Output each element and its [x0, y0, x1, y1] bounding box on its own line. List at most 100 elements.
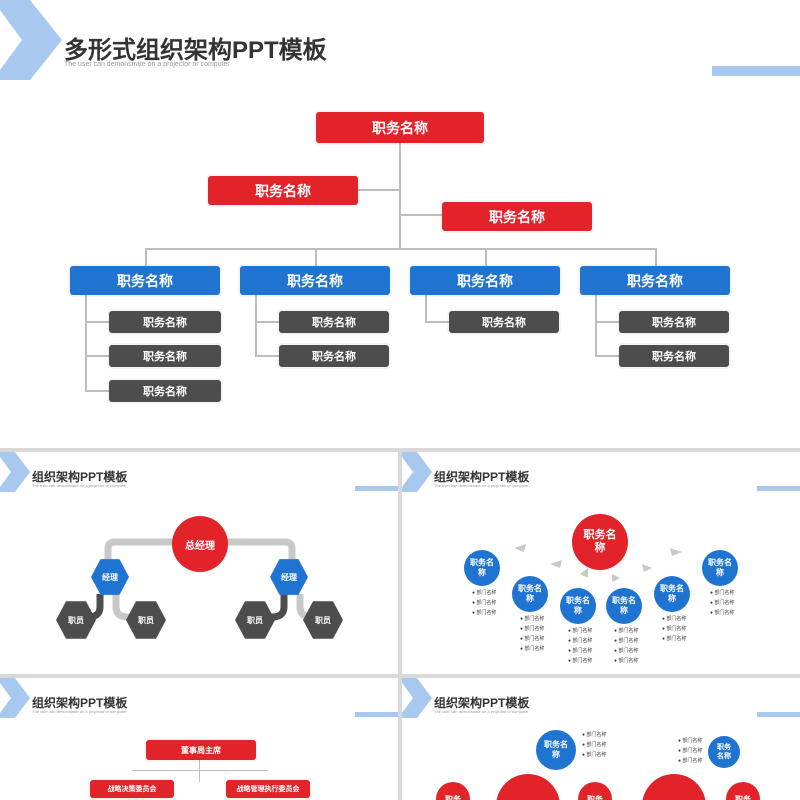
- corner-chevron-icon: [0, 452, 30, 492]
- page-subtitle: The user can demonstrate on a projector …: [64, 61, 230, 68]
- position-node[interactable]: 职务名称: [654, 576, 690, 612]
- slide-thumbnail-2[interactable]: 组织架构PPT模板 The user can demonstrate on a …: [0, 452, 398, 674]
- position-node[interactable]: 职务: [578, 782, 612, 800]
- manager-node[interactable]: 经理: [270, 559, 308, 595]
- gray-position-box[interactable]: 职务名称: [109, 380, 221, 402]
- page-title: 多形式组织架构PPT模板: [64, 37, 327, 64]
- slide-title: 组织架构PPT模板: [32, 470, 128, 484]
- connector: [145, 248, 657, 250]
- dept-list: ● 部门名称● 部门名称● 部门名称● 部门名称: [568, 628, 593, 664]
- gray-position-box[interactable]: 职务名称: [109, 345, 221, 367]
- gray-position-box[interactable]: 职务名称: [109, 311, 221, 333]
- connector: [255, 355, 279, 357]
- dept-item: 部门名称: [524, 636, 545, 642]
- dept-item: 部门名称: [714, 590, 735, 596]
- position-node[interactable]: 职务名称: [702, 550, 738, 586]
- photo-ring: [642, 774, 706, 800]
- dept-item: 部门名称: [714, 600, 735, 606]
- position-node[interactable]: 职务名称: [536, 730, 576, 770]
- connector: [425, 295, 427, 323]
- blue-position-box[interactable]: 职务名称: [410, 266, 560, 295]
- dept-item: 部门名称: [682, 748, 703, 754]
- position-node[interactable]: 职务: [726, 782, 760, 800]
- dept-item: 部门名称: [666, 626, 687, 632]
- connector: [400, 214, 442, 216]
- committee-box[interactable]: 战略决策委员会: [90, 780, 174, 798]
- title-accent-bar: [757, 486, 800, 491]
- general-manager-node[interactable]: 总经理: [172, 516, 228, 572]
- blue-position-box[interactable]: 职务名称: [580, 266, 730, 295]
- top-position-node[interactable]: 职务名称: [572, 514, 628, 570]
- connector: [255, 321, 279, 323]
- dept-item: 部门名称: [666, 616, 687, 622]
- connector: [85, 295, 87, 391]
- slide-thumbnail-3[interactable]: 组织架构PPT模板 The user can demonstrate on a …: [402, 452, 800, 674]
- blue-position-box[interactable]: 职务名称: [70, 266, 220, 295]
- dept-item: 部门名称: [572, 638, 593, 644]
- chairman-box[interactable]: 董事局主席: [146, 740, 256, 760]
- position-node[interactable]: 职务名称: [606, 588, 642, 624]
- position-node[interactable]: 职务名称: [512, 576, 548, 612]
- title-accent-bar: [355, 712, 398, 717]
- dept-list: ● 部门名称● 部门名称● 部门名称: [582, 732, 607, 758]
- dept-item: 部门名称: [618, 628, 639, 634]
- connector: [315, 248, 317, 266]
- staff-node[interactable]: 职员: [56, 601, 96, 639]
- corner-chevron-icon: [0, 678, 30, 718]
- position-node[interactable]: 职务: [436, 782, 470, 800]
- dept-item: 部门名称: [524, 616, 545, 622]
- dept-item: 部门名称: [682, 738, 703, 744]
- top-position-box[interactable]: 职务名称: [316, 112, 484, 143]
- blue-position-box[interactable]: 职务名称: [240, 266, 390, 295]
- dept-item: 部门名称: [476, 590, 497, 596]
- dept-item: 部门名称: [618, 638, 639, 644]
- gray-position-box[interactable]: 职务名称: [449, 311, 559, 333]
- connector: [595, 355, 619, 357]
- slide-subtitle: The user can demonstrate on a projector …: [434, 483, 529, 488]
- slide-thumbnail-5[interactable]: 组织架构PPT模板 The user can demonstrate on a …: [402, 678, 800, 800]
- connector: [85, 390, 109, 392]
- dept-item: 部门名称: [524, 626, 545, 632]
- arrows: [514, 544, 682, 582]
- connector: [132, 770, 268, 771]
- connector: [595, 295, 597, 357]
- dept-item: 部门名称: [666, 636, 687, 642]
- photo-ring: [496, 774, 560, 800]
- gray-position-box[interactable]: 职务名称: [619, 311, 729, 333]
- slide-subtitle: The user can demonstrate on a projector …: [32, 483, 127, 488]
- gray-position-box[interactable]: 职务名称: [279, 311, 389, 333]
- committee-box[interactable]: 战略管理执行委员会: [226, 780, 310, 798]
- title-accent-bar: [757, 712, 800, 717]
- dept-item: 部门名称: [572, 658, 593, 664]
- connector: [399, 143, 401, 249]
- staff-node[interactable]: 职员: [126, 601, 166, 639]
- position-node[interactable]: 职务名称: [708, 736, 740, 768]
- corner-chevron-icon: [402, 452, 432, 492]
- right-position-box[interactable]: 职务名称: [442, 202, 592, 231]
- connector: [358, 189, 400, 191]
- title-accent-bar: [355, 486, 398, 491]
- gray-position-box[interactable]: 职务名称: [619, 345, 729, 367]
- left-position-box[interactable]: 职务名称: [208, 176, 358, 205]
- connector: [85, 355, 109, 357]
- corner-chevron-icon: [402, 678, 432, 718]
- slide-thumbnail-4[interactable]: 组织架构PPT模板 The user can demonstrate on a …: [0, 678, 398, 800]
- connector: [255, 295, 257, 357]
- position-node[interactable]: 职务名称: [464, 550, 500, 586]
- connector: [425, 321, 449, 323]
- dept-item: 部门名称: [682, 758, 703, 764]
- dept-item: 部门名称: [618, 648, 639, 654]
- dept-list: ● 部门名称● 部门名称● 部门名称: [678, 738, 703, 764]
- position-node[interactable]: 职务名称: [560, 588, 596, 624]
- dept-item: 部门名称: [714, 610, 735, 616]
- corner-chevron-icon: [0, 0, 62, 80]
- gray-position-box[interactable]: 职务名称: [279, 345, 389, 367]
- main-slide[interactable]: 多形式组织架构PPT模板 The user can demonstrate on…: [0, 0, 800, 448]
- dept-item: 部门名称: [586, 742, 607, 748]
- dept-item: 部门名称: [586, 732, 607, 738]
- connector: [199, 760, 200, 782]
- connector: [85, 321, 109, 323]
- dept-item: 部门名称: [572, 628, 593, 634]
- connector: [145, 248, 147, 266]
- dept-item: 部门名称: [572, 648, 593, 654]
